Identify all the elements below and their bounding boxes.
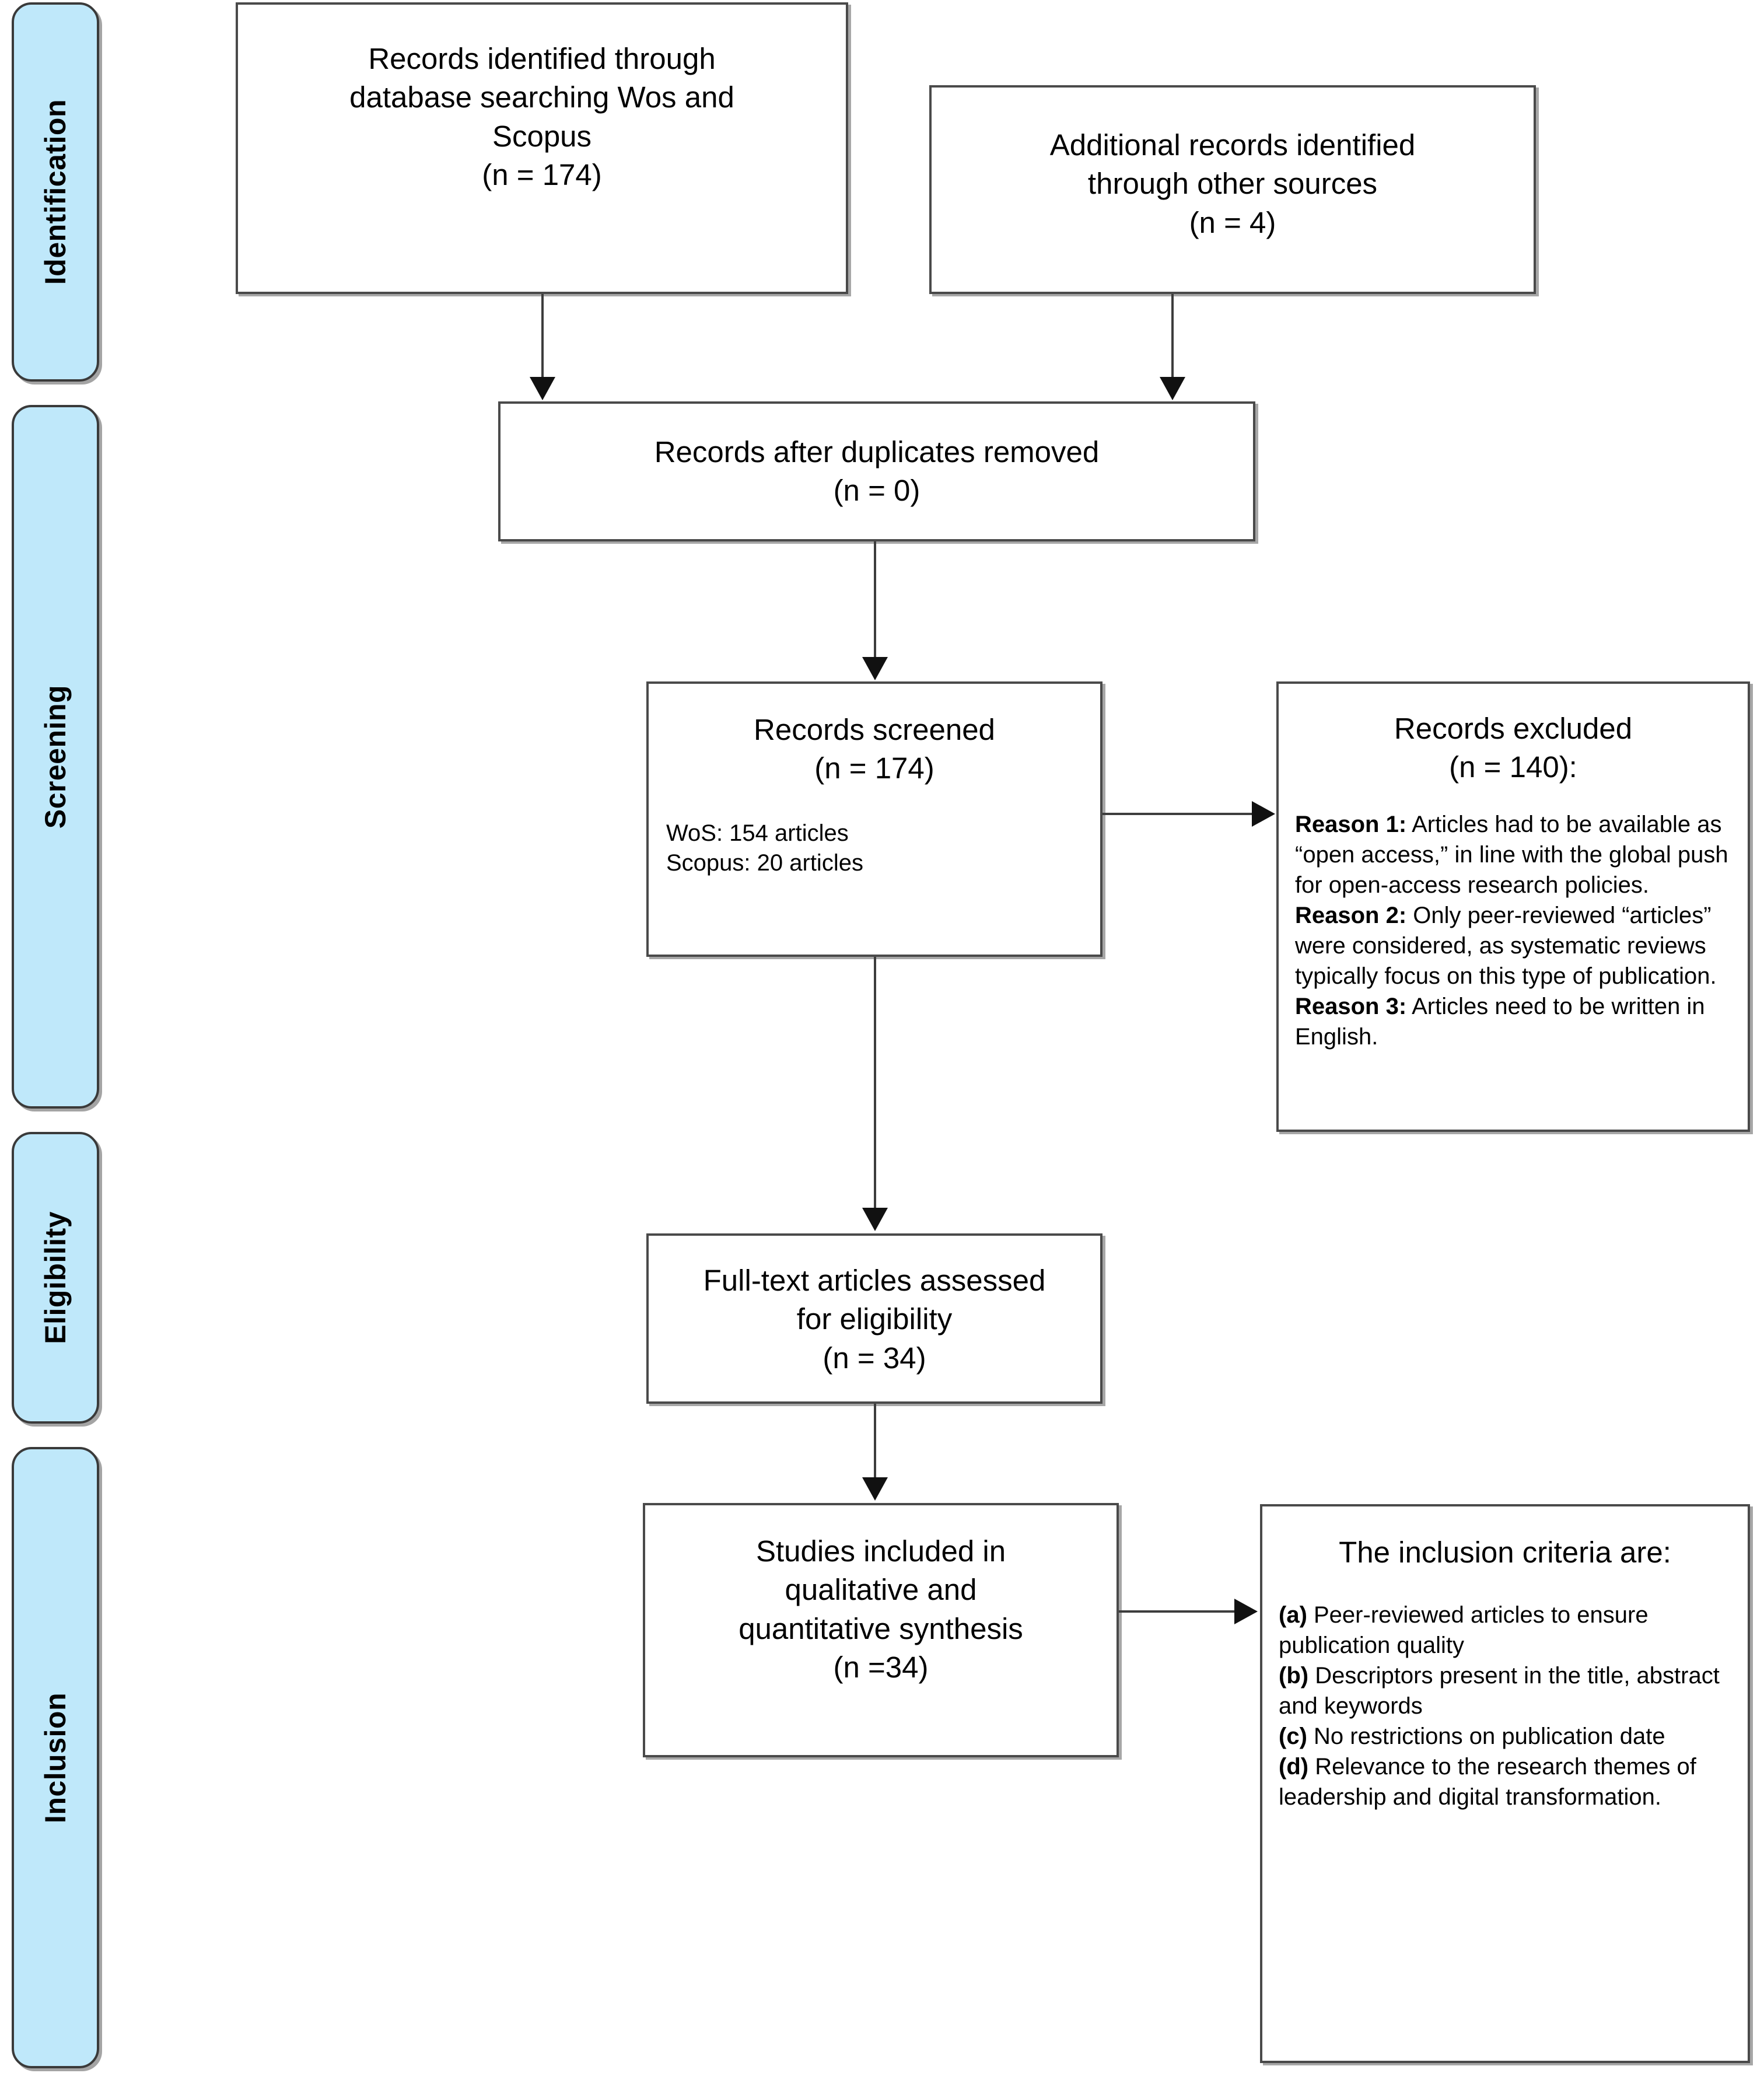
box-studies-included-text: Studies included in qualitative and quan… xyxy=(738,1534,1023,1684)
criterion-d-label: (d) xyxy=(1279,1754,1309,1780)
records-excluded-reason-2: Reason 2: Only peer-reviewed “articles” … xyxy=(1295,900,1734,991)
criterion-a-label: (a) xyxy=(1279,1602,1307,1628)
reason-2-label: Reason 2: xyxy=(1295,902,1407,928)
inclusion-criteria-list: (a) Peer-reviewed articles to ensure pub… xyxy=(1262,1572,1748,1812)
box-fulltext-assessed-text: Full-text articles assessed for eligibil… xyxy=(703,1264,1046,1375)
inclusion-criterion-a: (a) Peer-reviewed articles to ensure pub… xyxy=(1279,1600,1734,1661)
stage-label-identification: Identification xyxy=(39,99,72,285)
connector-fulltext-to-included xyxy=(874,1404,876,1478)
stage-pill-identification: Identification xyxy=(12,2,99,382)
reason-3-text: Articles need to be written in English. xyxy=(1295,993,1705,1050)
box-studies-included: Studies included in qualitative and quan… xyxy=(643,1503,1119,1757)
box-duplicates-removed-text: Records after duplicates removed (n = 0) xyxy=(654,435,1100,508)
criterion-c-text: No restrictions on publication date xyxy=(1307,1724,1665,1750)
box-other-source-records-text: Additional records identified through ot… xyxy=(1049,128,1416,239)
box-records-screened-breakdown: WoS: 154 articles Scopus: 20 articles xyxy=(666,820,863,876)
arrowhead-screened-to-fulltext xyxy=(862,1208,888,1231)
box-records-excluded: Records excluded (n = 140): Reason 1: Ar… xyxy=(1276,681,1750,1132)
box-inclusion-criteria: The inclusion criteria are: (a) Peer-rev… xyxy=(1260,1504,1750,2063)
box-other-source-records: Additional records identified through ot… xyxy=(929,85,1536,294)
criterion-a-text: Peer-reviewed articles to ensure publica… xyxy=(1279,1602,1648,1659)
arrowhead-other-to-duplicates xyxy=(1160,377,1185,400)
arrowhead-db-to-duplicates xyxy=(530,377,555,400)
connector-screened-to-fulltext xyxy=(874,957,876,1209)
stage-label-screening: Screening xyxy=(39,684,72,829)
criterion-b-text: Descriptors present in the title, abstra… xyxy=(1279,1663,1720,1719)
box-database-records: Records identified through database sear… xyxy=(236,2,848,294)
reason-1-text: Articles had to be available as “open ac… xyxy=(1295,811,1728,898)
box-records-screened: Records screened (n = 174) WoS: 154 arti… xyxy=(646,681,1102,957)
arrowhead-duplicates-to-screened xyxy=(862,657,888,680)
reason-1-label: Reason 1: xyxy=(1295,811,1407,837)
box-database-records-text: Records identified through database sear… xyxy=(349,42,734,191)
reason-3-label: Reason 3: xyxy=(1295,993,1407,1019)
stage-label-inclusion: Inclusion xyxy=(39,1692,72,1823)
stage-label-eligibility: Eligibility xyxy=(39,1211,72,1344)
inclusion-criterion-c: (c) No restrictions on publication date xyxy=(1279,1721,1734,1752)
inclusion-criterion-d: (d) Relevance to the research themes of … xyxy=(1279,1752,1734,1812)
stage-pill-inclusion: Inclusion xyxy=(12,1447,99,2068)
box-fulltext-assessed: Full-text articles assessed for eligibil… xyxy=(646,1233,1102,1404)
reason-2-text: Only peer-reviewed “articles” were consi… xyxy=(1295,902,1717,989)
records-excluded-reason-3: Reason 3: Articles need to be written in… xyxy=(1295,991,1734,1052)
connector-db-to-duplicates xyxy=(541,294,544,378)
connector-screened-to-excluded xyxy=(1102,813,1253,815)
stage-pill-eligibility: Eligibility xyxy=(12,1132,99,1424)
box-duplicates-removed: Records after duplicates removed (n = 0) xyxy=(498,401,1255,541)
arrowhead-included-to-criteria xyxy=(1234,1599,1258,1624)
box-inclusion-criteria-heading: The inclusion criteria are: xyxy=(1339,1536,1671,1569)
records-excluded-reason-1: Reason 1: Articles had to be available a… xyxy=(1295,809,1734,900)
box-records-excluded-text: Records excluded (n = 140): xyxy=(1394,712,1633,784)
records-excluded-reason-list: Reason 1: Articles had to be available a… xyxy=(1279,787,1748,1052)
criterion-c-label: (c) xyxy=(1279,1724,1307,1750)
arrowhead-screened-to-excluded xyxy=(1252,801,1275,827)
inclusion-criterion-b: (b) Descriptors present in the title, ab… xyxy=(1279,1661,1734,1721)
connector-included-to-criteria xyxy=(1119,1610,1236,1613)
criterion-b-label: (b) xyxy=(1279,1663,1309,1689)
box-records-screened-text: Records screened (n = 174) xyxy=(754,713,995,785)
connector-duplicates-to-screened xyxy=(874,541,876,658)
criterion-d-text: Relevance to the research themes of lead… xyxy=(1279,1754,1696,1810)
connector-other-to-duplicates xyxy=(1171,294,1174,378)
arrowhead-fulltext-to-included xyxy=(862,1477,888,1501)
stage-pill-screening: Screening xyxy=(12,405,99,1109)
